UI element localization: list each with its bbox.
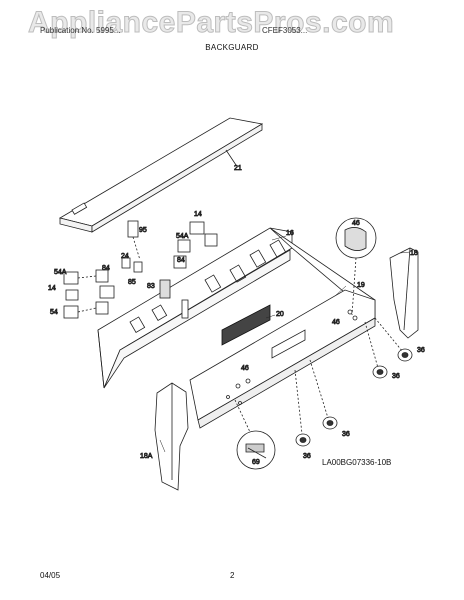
callout-83: 83 xyxy=(147,283,155,290)
detail-circle-69 xyxy=(234,399,276,470)
top-trim-part xyxy=(58,117,264,233)
model-number: CFEF3053... xyxy=(262,26,308,35)
callout-84-left: 84 xyxy=(102,265,110,272)
callout-46-detail: 46 xyxy=(352,220,360,227)
callout-84-right: 84 xyxy=(177,257,185,264)
footer-date: 04/05 xyxy=(40,571,61,580)
callout-leaders xyxy=(159,235,411,453)
callout-46-right: 46 xyxy=(332,319,340,326)
detail-circle-46 xyxy=(335,217,377,316)
watermark: AppliancePartsPros.com xyxy=(27,6,395,40)
callout-14-left: 14 xyxy=(48,285,56,292)
diagram-code: LA00BG07336-10B xyxy=(322,458,392,467)
publication-number: Publication No. 5995... xyxy=(40,26,121,35)
callout-85: 85 xyxy=(128,279,136,286)
section-title: BACKGUARD xyxy=(205,43,259,52)
control-knobs xyxy=(294,317,413,447)
callout-20: 20 xyxy=(276,311,284,318)
callout-46-lower: 46 xyxy=(241,365,249,372)
control-panel-part xyxy=(189,289,376,429)
callout-69: 69 xyxy=(252,459,260,466)
callout-14-top: 14 xyxy=(194,211,202,218)
callout-21: 21 xyxy=(234,165,242,172)
callout-54: 54 xyxy=(50,309,58,316)
callout-36-4: 36 xyxy=(303,453,311,460)
callout-36-3: 36 xyxy=(342,431,350,438)
callout-19: 19 xyxy=(357,282,365,289)
callout-36-2: 36 xyxy=(392,373,400,380)
callout-18: 18 xyxy=(410,250,418,257)
left-end-cap-part xyxy=(154,382,189,491)
callout-16: 16 xyxy=(286,230,294,237)
relay-components-top xyxy=(121,220,218,273)
page-number: 2 xyxy=(230,571,235,580)
callout-18a: 18A xyxy=(140,453,153,460)
callout-24: 24 xyxy=(121,253,129,260)
right-end-cap-part xyxy=(389,247,419,339)
callout-54a-top: 54A xyxy=(176,233,189,240)
callout-95: 95 xyxy=(139,227,147,234)
callout-54a-left: 54A xyxy=(54,269,67,276)
callout-36-1: 36 xyxy=(417,347,425,354)
relay-components-left xyxy=(63,269,171,319)
